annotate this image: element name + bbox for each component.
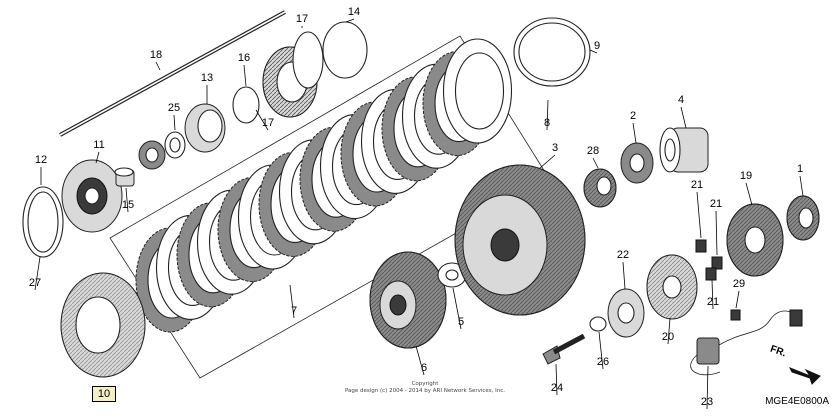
callout-22[interactable]: 22 bbox=[617, 249, 629, 261]
gear-19 bbox=[726, 203, 784, 277]
front-direction-arrow bbox=[788, 367, 821, 385]
seat-17 bbox=[292, 31, 324, 89]
bolt-30 bbox=[730, 309, 741, 321]
callout-7[interactable]: 7 bbox=[291, 305, 297, 317]
callout-24[interactable]: 24 bbox=[551, 382, 563, 394]
callout-14[interactable]: 14 bbox=[348, 6, 360, 18]
gear-2 bbox=[620, 142, 654, 184]
leader-line bbox=[345, 18, 355, 23]
pin-21c bbox=[705, 267, 717, 281]
callout-25[interactable]: 25 bbox=[168, 102, 180, 114]
leader-line bbox=[415, 345, 425, 376]
callout-26[interactable]: 26 bbox=[597, 356, 609, 368]
leader-line bbox=[452, 287, 462, 330]
leader-line bbox=[592, 157, 599, 169]
leader-line bbox=[255, 109, 269, 131]
callout-21[interactable]: 21 bbox=[707, 296, 719, 308]
leader-line bbox=[95, 151, 100, 164]
leader-line bbox=[632, 122, 637, 144]
callout-5[interactable]: 5 bbox=[458, 316, 464, 328]
plate-22 bbox=[607, 288, 645, 338]
callout-13[interactable]: 13 bbox=[201, 72, 213, 84]
clutch-plate-stack-7 bbox=[135, 38, 513, 333]
leader-line bbox=[735, 290, 740, 309]
leader-line bbox=[34, 256, 41, 291]
leader-line bbox=[706, 365, 709, 410]
callout-16[interactable]: 16 bbox=[238, 52, 250, 64]
snap-ring-16 bbox=[232, 86, 260, 124]
leader-line bbox=[745, 182, 753, 206]
sleeve-4 bbox=[659, 127, 709, 173]
leader-line bbox=[546, 99, 549, 131]
callout-11[interactable]: 11 bbox=[93, 139, 104, 151]
ring-12 bbox=[22, 186, 64, 258]
callout-17[interactable]: 17 bbox=[262, 117, 274, 129]
callout-28[interactable]: 28 bbox=[587, 145, 599, 157]
leader-line bbox=[589, 49, 598, 54]
needle-bearing-29 bbox=[583, 168, 617, 208]
callout-19[interactable]: 19 bbox=[740, 170, 752, 182]
callout-23[interactable]: 23 bbox=[701, 396, 713, 408]
lifter-plate-11 bbox=[61, 159, 123, 233]
copyright-line-2: Page design (c) 2004 - 2014 by ARI Netwo… bbox=[344, 388, 506, 394]
sensor-23 bbox=[690, 309, 803, 376]
callout-labels: 1234567891112131415161717181920212121222… bbox=[29, 6, 803, 408]
bearing-1 bbox=[786, 195, 820, 241]
leader-line bbox=[555, 363, 558, 396]
pin-21a bbox=[695, 239, 707, 253]
callout-10-highlighted[interactable]: 10 bbox=[92, 386, 116, 402]
callout-21[interactable]: 21 bbox=[691, 179, 703, 191]
nut-25 bbox=[138, 140, 166, 170]
leader-line bbox=[155, 61, 161, 71]
wire-ring-9 bbox=[513, 17, 591, 87]
leader-line bbox=[289, 284, 295, 319]
diagram-reference-code: MGE4E0800A bbox=[765, 396, 829, 407]
clutch-center-6 bbox=[369, 251, 447, 349]
pin-21b bbox=[711, 256, 723, 270]
callout-18[interactable]: 18 bbox=[150, 49, 162, 61]
spring-seat-13 bbox=[184, 103, 226, 153]
callout-15[interactable]: 15 bbox=[122, 199, 134, 211]
callout-3[interactable]: 3 bbox=[552, 142, 558, 154]
callout-1[interactable]: 1 bbox=[797, 163, 803, 175]
callout-8[interactable]: 8 bbox=[544, 117, 550, 129]
callout-17[interactable]: 17 bbox=[296, 13, 308, 25]
callout-9[interactable]: 9 bbox=[594, 40, 600, 52]
copyright-line-1: Copyright bbox=[411, 381, 439, 387]
bearing-15 bbox=[114, 167, 135, 187]
leader-line bbox=[715, 210, 718, 256]
leader-lines bbox=[34, 18, 804, 410]
leader-line bbox=[539, 154, 556, 169]
callout-4[interactable]: 4 bbox=[678, 94, 684, 106]
callout-6[interactable]: 6 bbox=[421, 362, 427, 374]
leader-line bbox=[667, 317, 671, 345]
callout-21[interactable]: 21 bbox=[710, 198, 722, 210]
callout-27[interactable]: 27 bbox=[29, 277, 41, 289]
leader-line bbox=[799, 175, 804, 197]
washer-27 bbox=[589, 316, 607, 332]
callout-12[interactable]: 12 bbox=[35, 154, 47, 166]
bolt-24 bbox=[542, 333, 586, 365]
leader-line bbox=[598, 331, 604, 370]
leader-line bbox=[173, 114, 176, 131]
copyright-notice: Copyright Page design (c) 2004 - 2014 by… bbox=[300, 381, 550, 395]
leader-line bbox=[696, 191, 702, 239]
washer-26 bbox=[164, 131, 186, 159]
clutch-outer-3 bbox=[454, 164, 586, 316]
callout-20[interactable]: 20 bbox=[662, 331, 674, 343]
leader-line bbox=[680, 106, 687, 129]
leader-line bbox=[711, 279, 714, 310]
callout-29[interactable]: 29 bbox=[733, 278, 745, 290]
wire-ring-14 bbox=[322, 21, 368, 79]
leader-line bbox=[622, 261, 626, 290]
leader-line bbox=[243, 64, 247, 87]
sprocket-20 bbox=[646, 254, 698, 320]
leader-line bbox=[125, 187, 129, 213]
pressure-plate-10 bbox=[60, 272, 146, 378]
plate-bore bbox=[454, 52, 505, 130]
callout-2[interactable]: 2 bbox=[630, 110, 636, 122]
